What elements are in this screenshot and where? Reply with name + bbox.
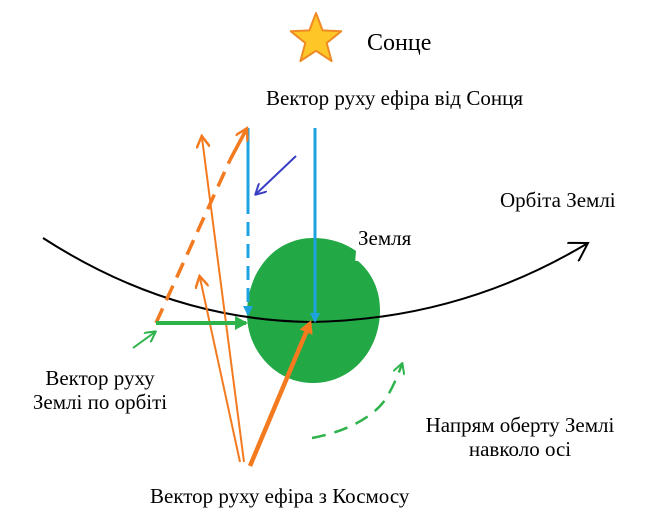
earth-orbit-vector-label: Вектор руху Землі по орбіті [0,366,200,414]
earth-orbit-vector-pointer [132,332,155,349]
earth-orbit-label: Орбіта Землі [500,188,616,212]
earth-label: Земля [358,226,412,250]
sun-label: Сонце [367,30,432,56]
orange-dashed-arrow [154,159,232,324]
rotation-label-line2: навколо осі [468,437,572,461]
earth-orbit-vector-label-line1: Вектор руху [45,366,155,390]
sun-icon [289,12,343,62]
rotation-label-line1: Напрям оберту Землі [425,413,615,437]
ether-from-space-label: Вектор руху ефіра з Космосу [150,484,410,508]
pointer-arrow-blue [256,155,297,194]
earth-orbit-vector-label-line2: Землі по орбіті [32,390,168,414]
ether-from-sun-label: Вектор руху ефіра від Сонця [266,86,523,110]
ether-from-space-arrow [247,320,313,467]
orange-thin-arrow-long [200,278,241,463]
orange-solid-arrowhead-segment [228,130,246,161]
rotation-label: Напрям оберту Землі навколо осі [386,413,654,461]
orange-thin-arrow-side [202,138,245,463]
earth-rotation-arrow [311,364,402,440]
